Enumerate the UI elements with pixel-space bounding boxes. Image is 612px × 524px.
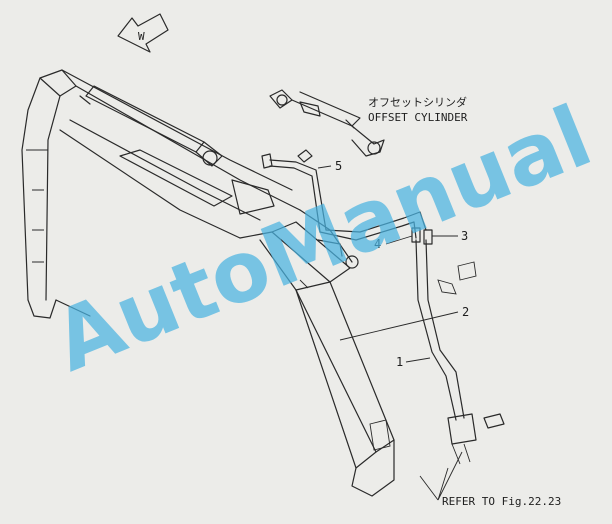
title-en: OFFSET CYLINDER [368, 111, 468, 124]
callout-1: 1 [396, 355, 403, 369]
reference-note: REFER TO Fig.22.23 [442, 495, 561, 508]
callout-4: 4 [374, 237, 381, 251]
watermark: AutoManual [41, 87, 604, 391]
compass-letter: W [138, 30, 145, 43]
offset-cylinder [269, 89, 385, 157]
pipe-fittings [261, 149, 505, 465]
boom-cylinder [85, 85, 275, 215]
callout-3: 3 [461, 229, 468, 243]
callout-2: 2 [462, 305, 469, 319]
hydraulic-pipes [269, 159, 477, 421]
title-ja: オフセットシリンダ [368, 95, 467, 109]
callout-5: 5 [335, 159, 342, 173]
orientation-arrow-icon: W [117, 13, 169, 53]
boom-arm [21, 69, 301, 319]
leader-lines [317, 165, 463, 501]
